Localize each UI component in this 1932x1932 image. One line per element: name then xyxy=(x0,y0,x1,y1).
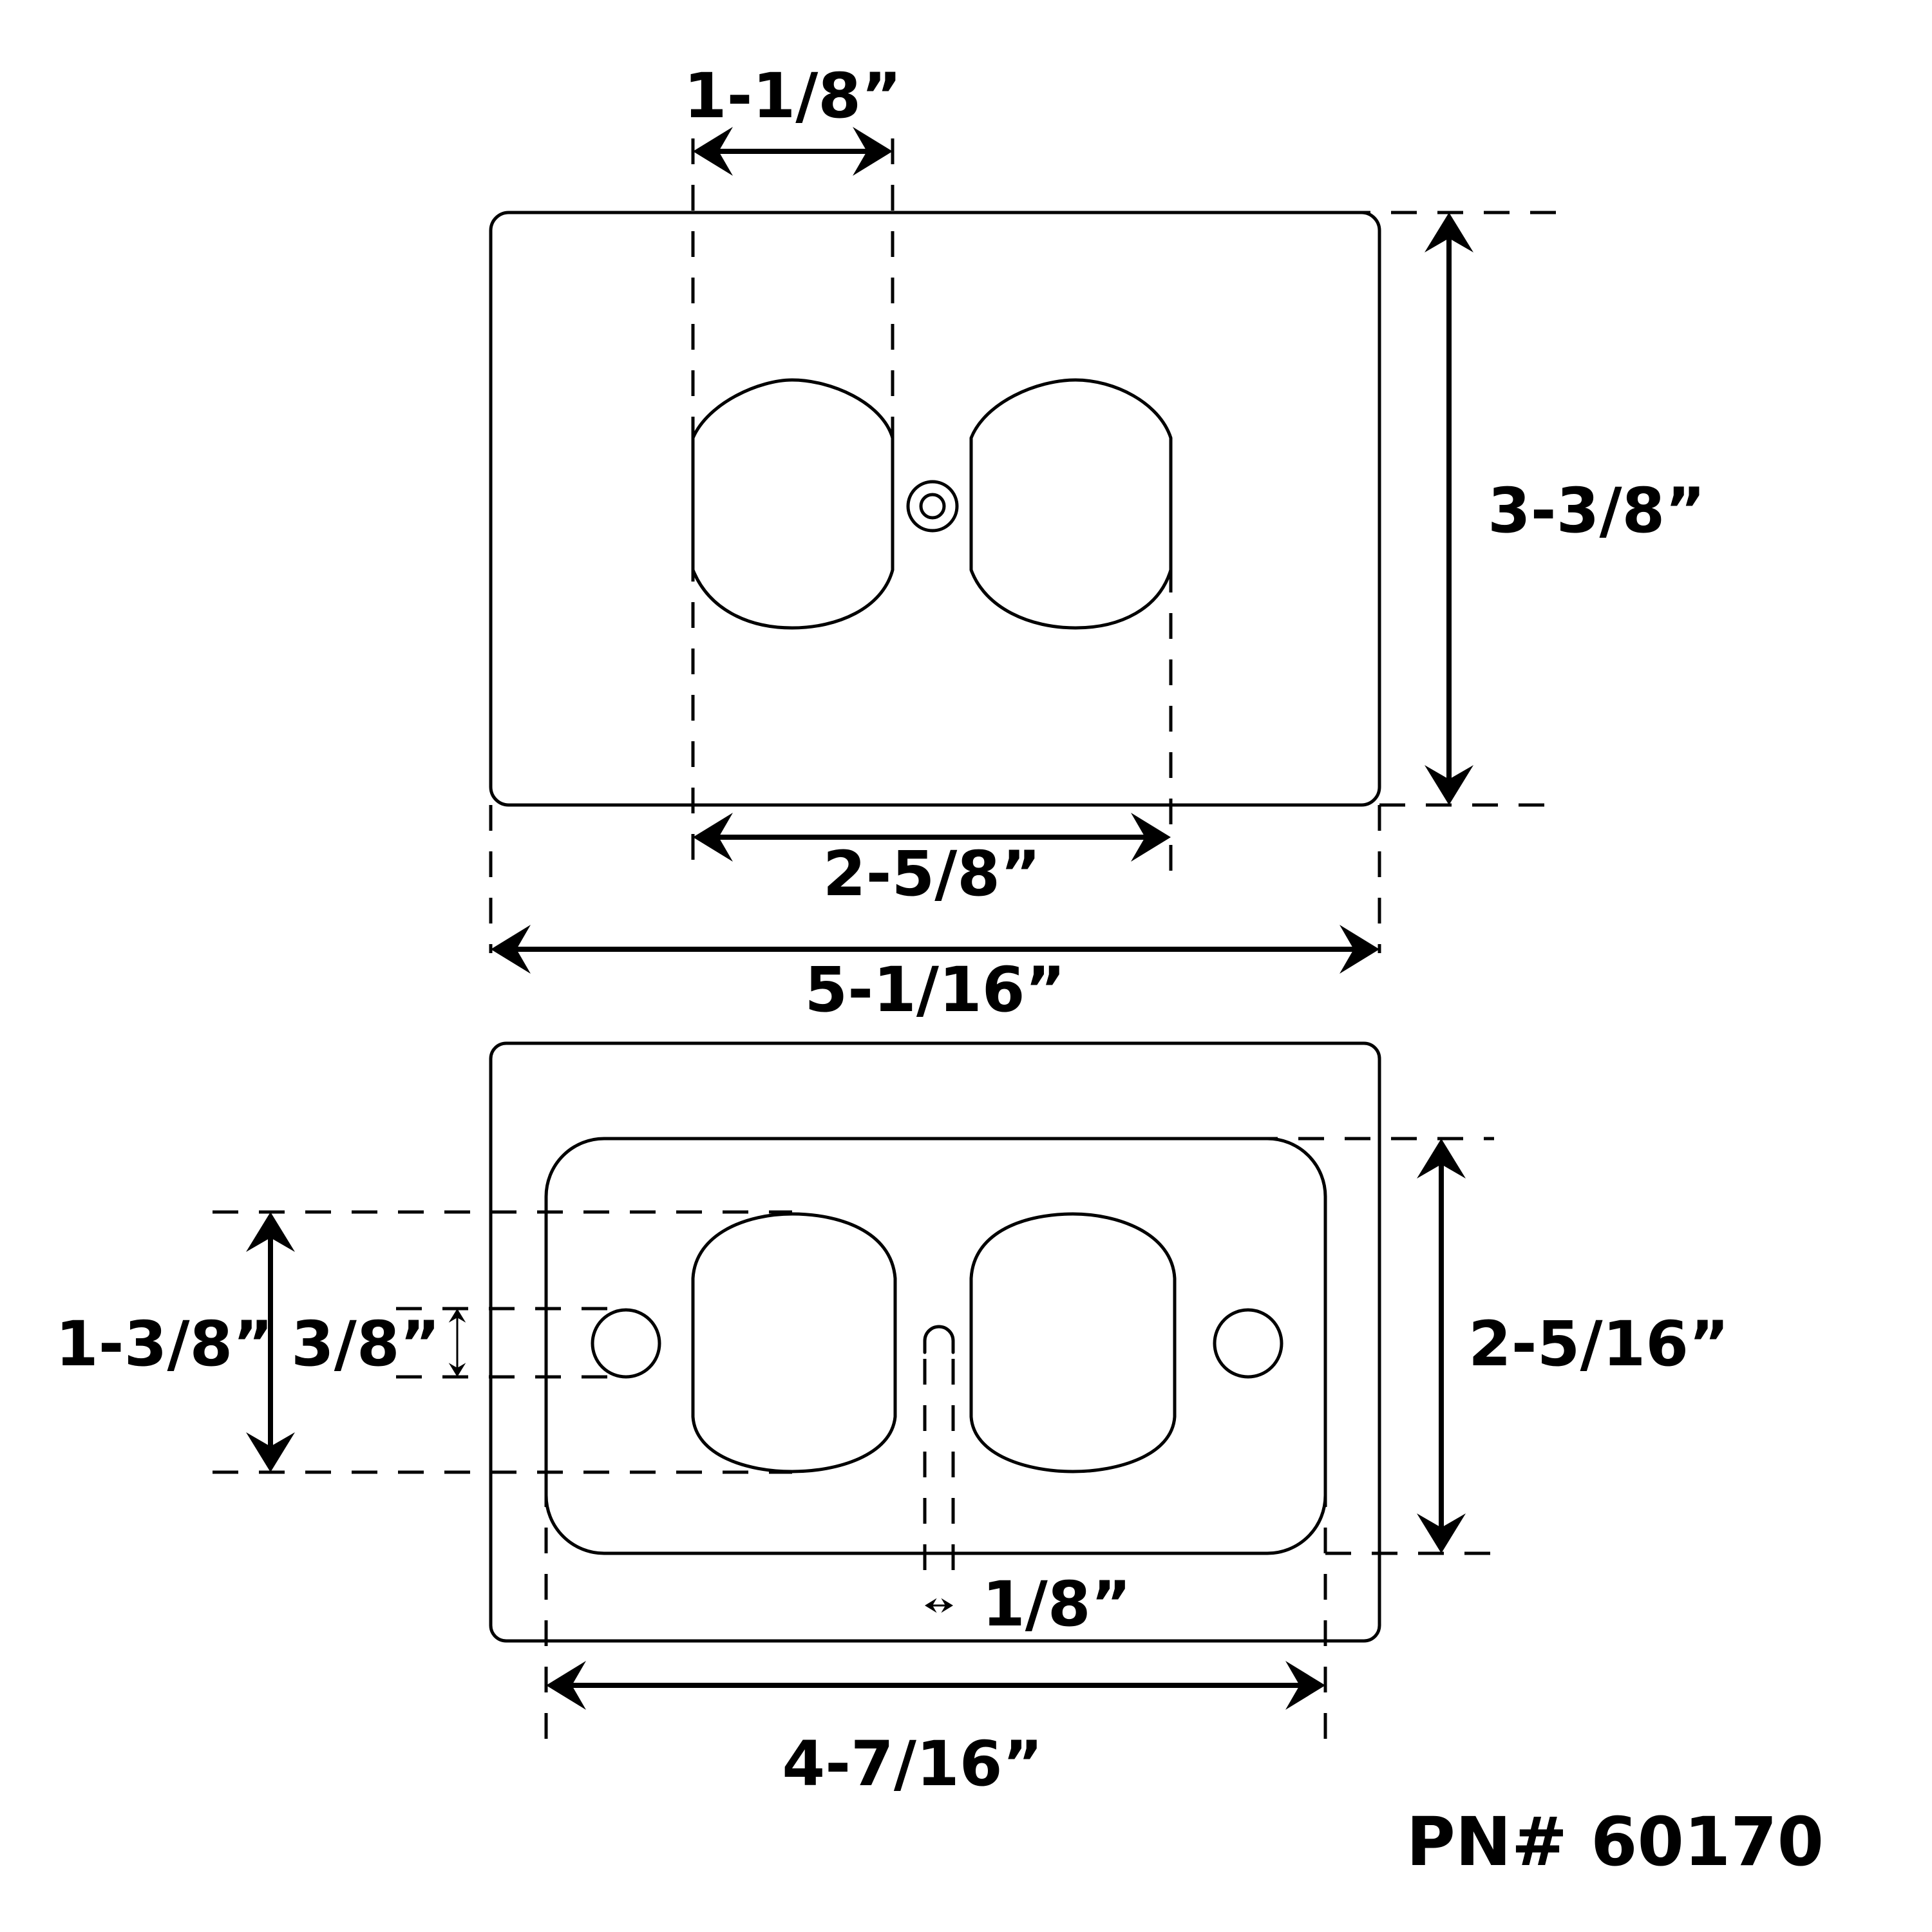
top-center-screw-outer xyxy=(906,480,959,533)
label-bottom-inner-height: 2-5/16” xyxy=(1468,1308,1729,1380)
top-outlet-opening-right xyxy=(969,378,1173,630)
dim-top-plate-height: 3-3/8” xyxy=(1425,213,1705,805)
top-view: 1-1/8” 3-3/8” 2-5/8” 5-1/16” xyxy=(489,60,1705,1026)
dim-bottom-center-slot: 1/8” xyxy=(925,1568,1132,1640)
label-top-plate-width: 5-1/16” xyxy=(804,954,1065,1026)
dim-bottom-slot-height: 1-3/8” xyxy=(55,1212,295,1472)
dim-bottom-inner-width: 4-7/16” xyxy=(546,1661,1325,1800)
part-number: PN# 60170 xyxy=(1406,1803,1824,1881)
center-slot xyxy=(923,1325,955,1354)
bottom-view: 1-3/8” 3/8” 2-5/16” 1/8” 4-7 xyxy=(55,1041,1729,1800)
label-top-plate-height: 3-3/8” xyxy=(1488,475,1705,547)
label-bottom-inner-width: 4-7/16” xyxy=(782,1728,1043,1800)
label-bottom-slot-height: 1-3/8” xyxy=(55,1308,273,1380)
mount-hole-right xyxy=(1213,1308,1283,1379)
label-top-slot-width: 1-1/8” xyxy=(684,60,902,132)
dim-top-plate-width: 5-1/16” xyxy=(491,925,1379,1026)
bottom-inner-plate xyxy=(544,1137,1327,1555)
top-outlet-opening-left xyxy=(691,378,895,630)
bottom-outlet-opening-right xyxy=(969,1212,1177,1473)
label-bottom-center-slot: 1/8” xyxy=(982,1568,1132,1640)
top-center-screw-inner xyxy=(919,493,946,520)
mount-hole-left xyxy=(591,1308,661,1379)
dim-bottom-inner-height: 2-5/16” xyxy=(1417,1139,1729,1553)
bottom-outlet-opening-left xyxy=(691,1212,897,1473)
label-top-slot-span: 2-5/8” xyxy=(823,838,1041,910)
label-bottom-hole-height: 3/8” xyxy=(291,1308,440,1380)
dim-bottom-hole-height: 3/8” xyxy=(291,1308,466,1380)
top-plate-outline xyxy=(489,211,1381,807)
bottom-plate-outline xyxy=(489,1041,1381,1643)
dim-top-slot-width: 1-1/8” xyxy=(684,60,902,176)
dim-top-slot-span: 2-5/8” xyxy=(693,813,1171,910)
